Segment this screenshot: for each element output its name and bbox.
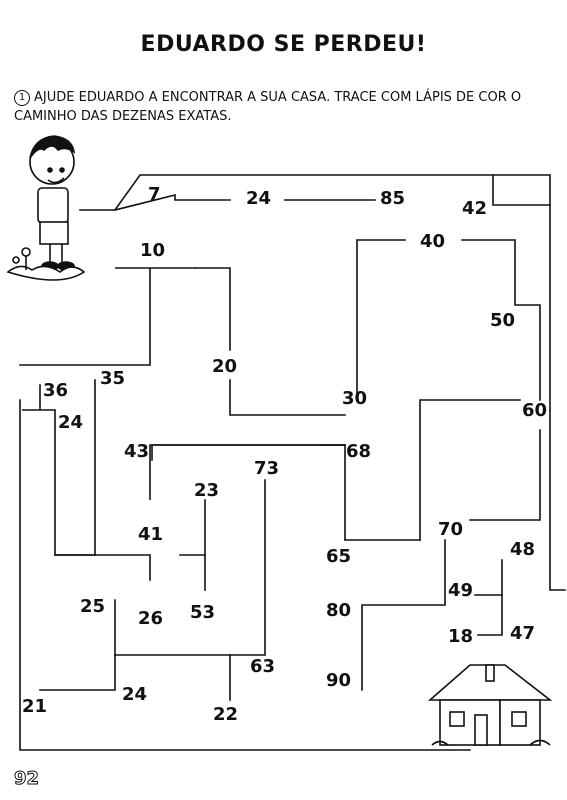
maze-number: 23 bbox=[194, 480, 220, 501]
maze-number: 43 bbox=[124, 441, 150, 462]
maze-number: 35 bbox=[100, 368, 126, 389]
instruction-line-2: CAMINHO DAS DEZENAS EXATAS. bbox=[14, 109, 232, 124]
maze-number: 53 bbox=[190, 602, 216, 623]
instruction: 1 AJUDE EDUARDO A ENCONTRAR A SUA CASA. T… bbox=[14, 88, 559, 126]
maze-number: 41 bbox=[138, 524, 164, 545]
house-illustration bbox=[427, 664, 553, 746]
maze-number: 22 bbox=[213, 704, 239, 725]
maze-number: 68 bbox=[346, 441, 372, 462]
maze-number: 80 bbox=[326, 600, 352, 621]
page-number: 92 bbox=[13, 768, 40, 790]
maze-number: 26 bbox=[138, 608, 164, 629]
maze-number: 60 bbox=[522, 400, 548, 421]
maze-number: 70 bbox=[438, 519, 464, 540]
maze-number: 42 bbox=[462, 198, 488, 219]
maze-number: 24 bbox=[122, 684, 148, 705]
maze-number: 10 bbox=[140, 240, 166, 261]
maze-number: 36 bbox=[43, 380, 69, 401]
maze-number: 18 bbox=[448, 626, 474, 647]
maze-number: 50 bbox=[490, 310, 516, 331]
maze-number: 47 bbox=[510, 623, 536, 644]
maze-number: 73 bbox=[254, 458, 280, 479]
maze-number: 90 bbox=[326, 670, 352, 691]
maze-number: 65 bbox=[326, 546, 352, 567]
maze-number: 25 bbox=[80, 596, 106, 617]
maze-number: 85 bbox=[380, 188, 406, 209]
maze-number: 20 bbox=[212, 356, 238, 377]
instruction-line-1: AJUDE EDUARDO A ENCONTRAR A SUA CASA. TR… bbox=[34, 90, 522, 105]
maze-number: 63 bbox=[250, 656, 276, 677]
maze-number: 21 bbox=[22, 696, 48, 717]
page-title: EDUARDO SE PERDEU! bbox=[140, 32, 427, 57]
maze-number: 24 bbox=[58, 412, 84, 433]
exercise-number: 1 bbox=[14, 90, 30, 106]
maze-number: 48 bbox=[510, 539, 536, 560]
maze-number: 24 bbox=[246, 188, 272, 209]
maze-number: 40 bbox=[420, 231, 446, 252]
maze-number: 7 bbox=[148, 184, 161, 205]
maze-number: 30 bbox=[342, 388, 368, 409]
maze-number: 49 bbox=[448, 580, 474, 601]
boy-illustration bbox=[6, 135, 86, 281]
